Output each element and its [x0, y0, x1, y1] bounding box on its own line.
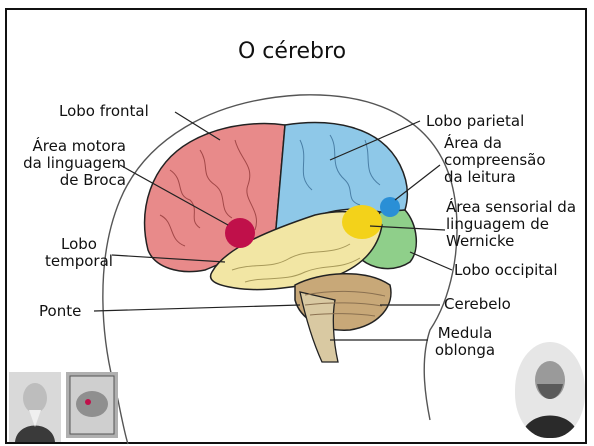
- neck-outline: [117, 399, 129, 445]
- label-medula-line2: oblonga: [434, 341, 496, 359]
- label-compreensao-line1: Área da: [444, 134, 503, 152]
- label-lobo-parietal: Lobo parietal: [426, 112, 525, 130]
- temporal-lobe: [209, 210, 383, 291]
- label-lobo-occipital: Lobo occipital: [454, 261, 558, 279]
- label-compreensao-line2: compreensão: [444, 151, 546, 169]
- brain-stem: [299, 291, 339, 363]
- leader-lines: [93, 111, 453, 341]
- reading-comprehension-area: [380, 197, 400, 217]
- label-area-motora-line2: da linguagem: [23, 154, 126, 172]
- cerebellum-folia: [304, 290, 386, 317]
- label-area-motora-line1: Área motora: [32, 137, 127, 155]
- label-wernicke-line3: Wernicke: [446, 232, 515, 250]
- head-outline: [102, 94, 458, 421]
- page-title: O cérebro: [238, 39, 347, 64]
- broca-area: [225, 218, 255, 248]
- wernicke-area: [342, 205, 382, 239]
- label-wernicke-line1: Área sensorial da: [446, 198, 577, 216]
- label-wernicke-line2: linguagem de: [446, 215, 549, 233]
- label-lobo-temporal-line2: temporal: [45, 252, 113, 270]
- portrait-photo-right: [515, 342, 585, 438]
- label-area-motora-line3: de Broca: [59, 171, 126, 189]
- label-lobo-temporal-line1: Lobo: [61, 235, 97, 253]
- label-medula: Medula oblonga: [424, 325, 506, 359]
- temporal-gyri: [231, 243, 361, 283]
- frontal-gyri: [159, 139, 257, 247]
- label-compreensao: Área da compreensão da leitura: [444, 135, 546, 186]
- label-area-motora: Área motora da linguagem de Broca: [6, 138, 126, 189]
- portrait-photo-left: [9, 372, 61, 442]
- label-cerebelo: Cerebelo: [444, 295, 511, 313]
- brain-specimen-photo: [66, 372, 118, 438]
- label-lobo-frontal: Lobo frontal: [59, 102, 149, 120]
- label-medula-line1: Medula: [437, 324, 493, 342]
- label-ponte: Ponte: [39, 302, 82, 320]
- label-wernicke: Área sensorial da linguagem de Wernicke: [446, 199, 576, 250]
- label-compreensao-line3: da leitura: [444, 168, 516, 186]
- label-lobo-temporal: Lobo temporal: [44, 236, 114, 270]
